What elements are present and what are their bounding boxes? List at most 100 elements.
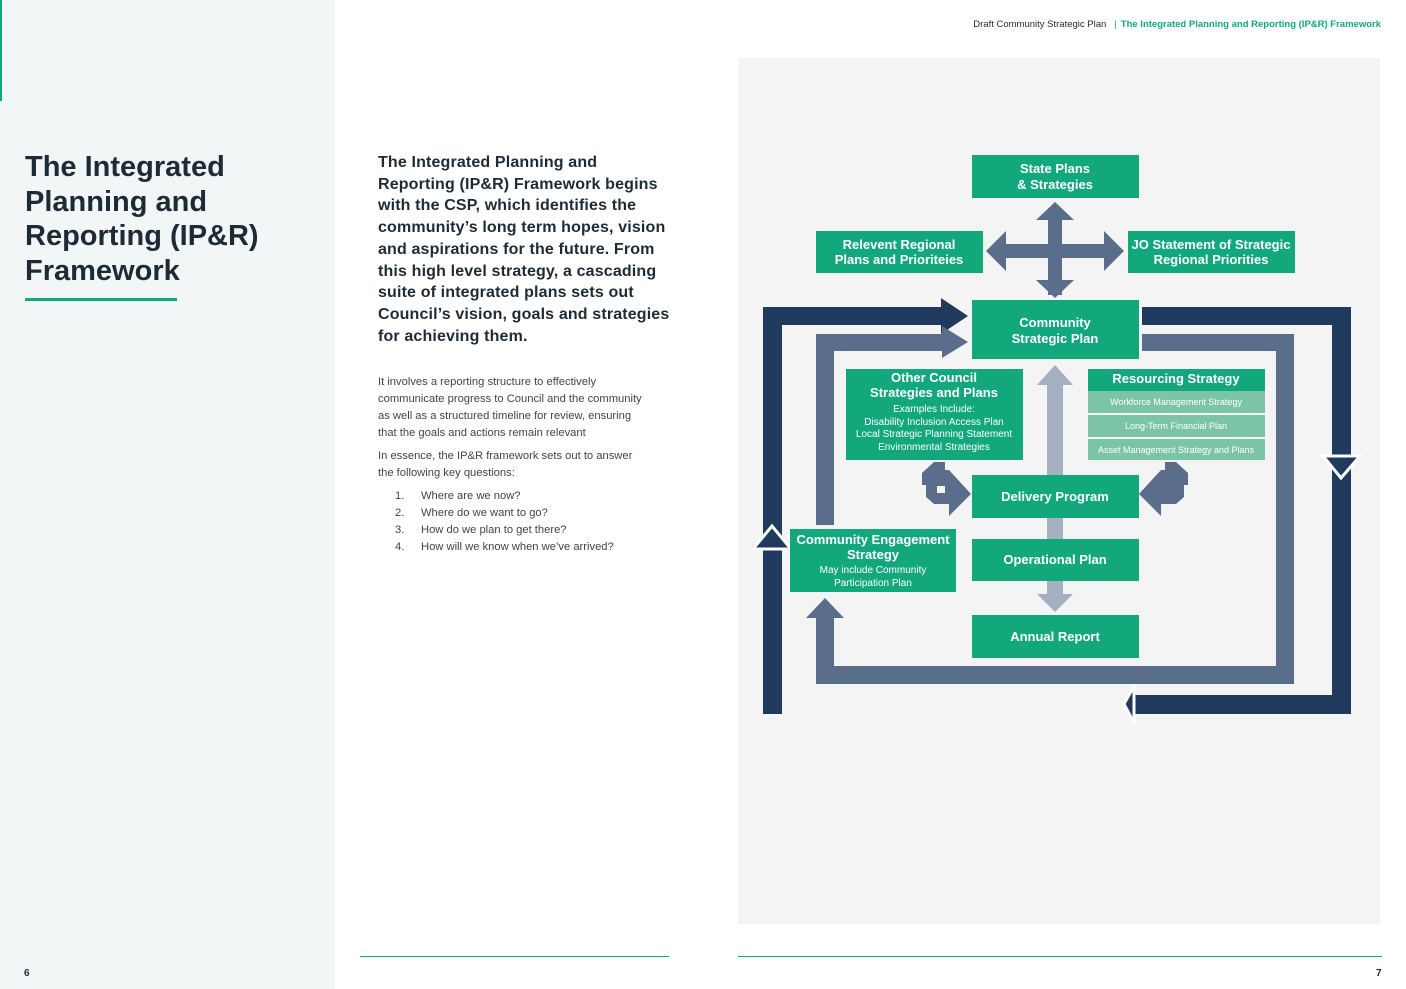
resourcing-item-label: Workforce Management Strategy <box>1110 397 1242 407</box>
jo-statement-label: JO Statement of Strategic <box>1132 237 1291 252</box>
page-number-left: 6 <box>24 968 30 979</box>
state-plans-label: State Plans <box>1020 161 1090 176</box>
annual-report-label: Annual Report <box>1010 629 1100 644</box>
list-item-number: 3. <box>395 524 405 536</box>
intro-line: community’s long term hopes, vision <box>378 219 666 237</box>
body-paragraph-essence: In essence, the IP&R framework sets out … <box>378 448 678 482</box>
other-council-detail: Environmental Strategies <box>878 442 990 453</box>
intro-line: this high level strategy, a cascading <box>378 262 657 280</box>
other-council-detail: Disability Inclusion Access Plan <box>864 417 1004 428</box>
other-council-detail: Examples Include: <box>893 404 975 415</box>
community-strategic-plan-label: Strategic Plan <box>1012 331 1099 346</box>
list-item-number: 2. <box>395 507 405 519</box>
other-council-title: Strategies and Plans <box>870 385 998 400</box>
community-engagement-title: Community Engagement <box>796 532 950 547</box>
header-doc-title: Draft Community Strategic Plan <box>973 19 1107 30</box>
ipr-framework-diagram: State Plans & Strategies Relevent Region… <box>749 155 1364 724</box>
operational-plan-box <box>972 539 1139 581</box>
left-accent-bar <box>0 0 2 101</box>
intro-line: and aspirations for the future. From <box>378 240 655 258</box>
footer-rule-right <box>738 956 1382 957</box>
regional-plans-label: Plans and Prioriteies <box>835 252 964 267</box>
cross-arrow-up <box>1036 202 1074 220</box>
running-header: Draft Community Strategic Plan |The Integ… <box>973 19 1381 30</box>
community-engagement-detail: May include Community <box>820 565 927 576</box>
operational-plan-label: Operational Plan <box>1003 552 1106 567</box>
list-item-text: How will we know when we’ve arrived? <box>421 541 614 553</box>
intro-line: with the CSP, which identifies the <box>378 197 637 215</box>
outer-cycle-arrow-left <box>1122 680 1136 724</box>
community-engagement-title: Strategy <box>847 547 900 562</box>
delivery-operational-link <box>1047 518 1063 540</box>
delivery-to-csp-arrow <box>1037 365 1073 385</box>
page-title-line: Framework <box>25 254 180 287</box>
delivery-to-csp-shaft <box>1047 383 1063 475</box>
resourcing-strategy-header <box>1088 369 1265 391</box>
community-strategic-plan-label: Community <box>1019 315 1091 330</box>
other-council-strategies-box <box>846 369 1023 460</box>
annual-report-box <box>972 615 1139 658</box>
resourcing-item-label: Asset Management Strategy and Plans <box>1098 445 1255 455</box>
list-item-number: 1. <box>395 490 405 502</box>
outer-cycle-arrow-right <box>941 298 968 334</box>
delivery-program-label: Delivery Program <box>1001 489 1109 504</box>
inner-cycle-arrow-right <box>942 326 968 358</box>
resourcing-strategy-label: Resourcing Strategy <box>1112 371 1240 386</box>
outer-cycle-arrow-up <box>749 523 795 551</box>
resourcing-elbow-arrow <box>1139 462 1188 516</box>
paragraph-line: as well as a structured timeline for rev… <box>378 410 632 422</box>
jo-statement-label: Regional Priorities <box>1154 252 1269 267</box>
community-engagement-box <box>790 529 956 592</box>
resourcing-item-box <box>1088 415 1265 437</box>
cross-arrow-right <box>1104 231 1124 271</box>
state-plans-label: & Strategies <box>1017 177 1093 192</box>
regional-plans-box <box>816 231 983 273</box>
list-item-number: 4. <box>395 541 405 553</box>
cross-arrow-down <box>1036 280 1074 298</box>
page-number-right: 7 <box>1376 968 1382 979</box>
list-item: 3. How do we plan to get there? <box>378 522 678 539</box>
state-plans-box <box>972 155 1139 198</box>
operational-to-report-arrow <box>1037 594 1073 612</box>
resourcing-item-box <box>1088 391 1265 413</box>
other-council-title: Other Council <box>891 370 977 385</box>
paragraph-line: the following key questions: <box>378 467 515 479</box>
cross-shaft-horizontal <box>1000 244 1110 258</box>
intro-line: Reporting (IP&R) Framework begins <box>378 175 658 193</box>
list-item-text: How do we plan to get there? <box>421 524 567 536</box>
title-underline <box>25 298 177 301</box>
paragraph-line: communicate progress to Council and the … <box>378 393 642 405</box>
paragraph-line: that the goals and actions remain releva… <box>378 427 586 439</box>
page-title-line: The Integrated <box>25 151 225 183</box>
cross-arrow-left <box>986 231 1006 271</box>
header-section-title: The Integrated Planning and Reporting (I… <box>1120 19 1381 30</box>
resourcing-item-box <box>1088 439 1265 460</box>
intro-statement: The Integrated Planning and Reporting (I… <box>378 152 678 347</box>
key-questions-list: 1. Where are we now? 2. Where do we want t… <box>378 488 678 556</box>
regional-plans-label: Relevent Regional <box>843 237 956 252</box>
paragraph-line: In essence, the IP&R framework sets out … <box>378 450 633 462</box>
jo-statement-box <box>1128 231 1295 273</box>
operational-report-shaft <box>1047 581 1063 595</box>
header-separator: | <box>1114 19 1117 30</box>
body-paragraph-reporting: It involves a reporting structure to eff… <box>378 374 678 442</box>
other-plans-elbow-arrow <box>922 462 971 516</box>
delivery-program-box <box>972 475 1139 518</box>
list-item-text: Where are we now? <box>421 490 521 502</box>
page-title-line: Reporting (IP&R) <box>25 220 259 252</box>
left-panel <box>0 0 335 989</box>
intro-line: The Integrated Planning and <box>378 154 598 171</box>
community-engagement-detail: Participation Plan <box>834 578 912 589</box>
outer-cycle-arrow-down <box>1319 454 1364 481</box>
list-item: 4. How will we know when we’ve arrived? <box>378 539 678 556</box>
inner-cycle-arrow-up <box>806 598 844 618</box>
other-council-detail: Local Strategic Planning Statement <box>856 429 1012 440</box>
list-item-text: Where do we want to go? <box>421 507 548 519</box>
intro-line: suite of integrated plans sets out <box>378 284 634 302</box>
intro-line: for achieving them. <box>378 327 528 345</box>
page-title-line: Planning and <box>25 185 208 218</box>
footer-rule-middle <box>360 956 669 957</box>
list-item: 1. Where are we now? <box>378 488 678 505</box>
resourcing-item-label: Long-Term Financial Plan <box>1125 421 1227 431</box>
page-title: The Integrated Planning and Reporting (I… <box>25 150 325 288</box>
